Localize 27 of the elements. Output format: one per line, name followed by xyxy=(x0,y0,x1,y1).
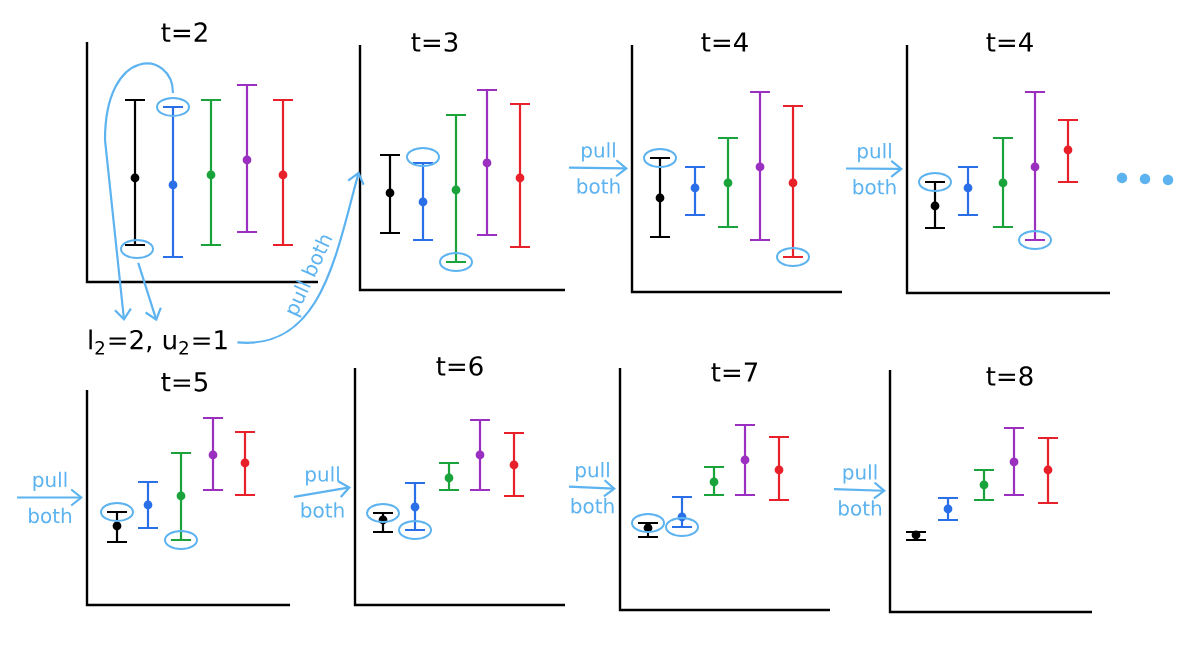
edge-label: pull both xyxy=(577,142,620,194)
panel-title: t=5 xyxy=(161,372,207,392)
arrow xyxy=(568,479,616,498)
highlight-ellipse xyxy=(120,239,154,259)
edge-label: pull both xyxy=(301,466,344,518)
edge-label: pull both xyxy=(839,464,882,516)
edge-label: pull both xyxy=(853,143,896,195)
panel-title: t=6 xyxy=(436,356,483,376)
annotation-text: l$_{2}$=2, u$_{2}$=1 xyxy=(89,329,227,355)
panel-title: t=7 xyxy=(711,362,758,382)
arrow xyxy=(833,481,886,500)
arrow xyxy=(237,171,365,344)
panel-title: t=2 xyxy=(161,22,207,42)
highlight-ellipse xyxy=(156,97,190,117)
edge-label: pull both xyxy=(571,462,614,514)
panel-title: t=4 xyxy=(986,32,1033,52)
arrow xyxy=(103,62,175,322)
arrow xyxy=(17,488,83,507)
arrow xyxy=(293,480,352,498)
arrow xyxy=(137,262,162,322)
edge-label: pull both xyxy=(287,235,333,318)
panel-title: t=4 xyxy=(701,32,748,52)
edge-label: pull both xyxy=(29,471,72,524)
arrow xyxy=(569,159,628,178)
arrow xyxy=(846,160,903,178)
panel-title: t=8 xyxy=(986,366,1033,386)
panel-title: t=3 xyxy=(411,32,458,52)
